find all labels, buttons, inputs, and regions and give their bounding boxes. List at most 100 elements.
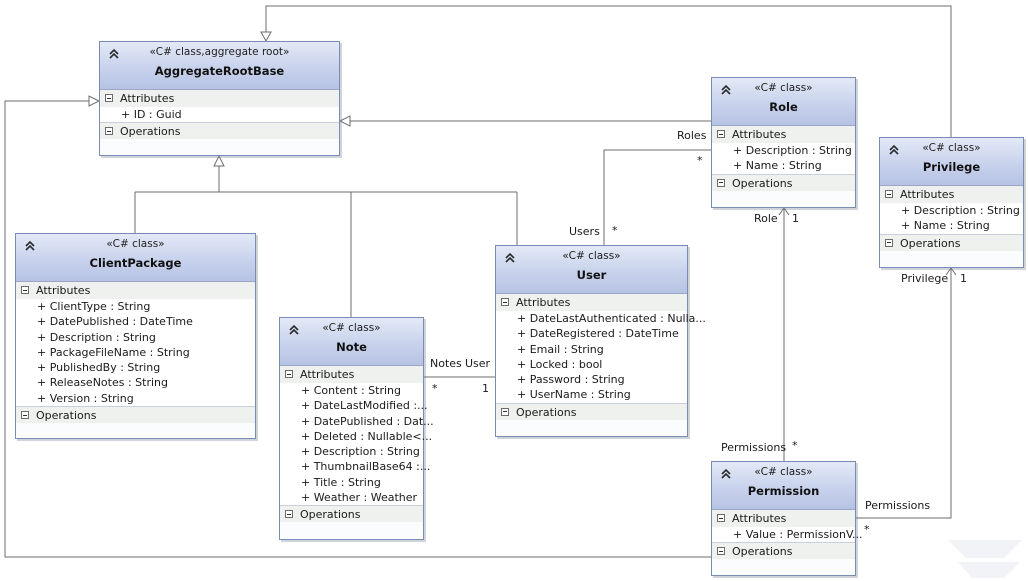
operations-section-header[interactable]: Operations: [496, 402, 687, 420]
collapse-minus-icon[interactable]: [717, 514, 725, 522]
association-privilege-permission: [856, 268, 952, 519]
collapse-minus-icon[interactable]: [285, 370, 293, 378]
collapse-minus-icon[interactable]: [501, 298, 509, 306]
operations-section-header[interactable]: Operations: [100, 122, 339, 140]
attribute-item[interactable]: + ReleaseNotes : String: [37, 376, 168, 390]
collapse-chevron-icon[interactable]: [719, 467, 733, 481]
class-header: «C# class»Privilege: [880, 138, 1023, 186]
collapse-minus-icon[interactable]: [105, 94, 113, 102]
operations-section-header[interactable]: Operations: [16, 406, 255, 424]
attributes-section-header[interactable]: Attributes: [16, 282, 255, 299]
collapse-minus-icon[interactable]: [885, 238, 893, 247]
operations-label: Operations: [300, 508, 361, 522]
attribute-item[interactable]: + Password : String: [517, 373, 625, 387]
attribute-item[interactable]: + Description : String: [301, 445, 420, 459]
attribute-item[interactable]: + ThumbnailBase64 :...: [301, 460, 431, 474]
attributes-section-header[interactable]: Attributes: [880, 186, 1023, 203]
operations-section-header[interactable]: Operations: [712, 173, 855, 191]
attribute-item[interactable]: + ClientType : String: [37, 300, 151, 313]
operations-section-header[interactable]: Operations: [712, 542, 855, 560]
collapse-minus-icon[interactable]: [717, 130, 725, 138]
label-user-multiplicity: 1: [482, 382, 489, 395]
class-stereotype: «C# class,aggregate root»: [149, 46, 290, 58]
attribute-item[interactable]: + Locked : bool: [517, 357, 603, 371]
attributes-section-header[interactable]: Attributes: [280, 366, 423, 383]
collapse-minus-icon[interactable]: [21, 411, 29, 420]
class-aggregate-root-base[interactable]: «C# class,aggregate root»AggregateRootBa…: [99, 41, 340, 156]
inheritance-arrow-permission: [88, 95, 101, 107]
attribute-item[interactable]: + DateLastModified :...: [301, 399, 428, 413]
class-name: User: [576, 268, 607, 282]
attributes-label: Attributes: [36, 284, 91, 297]
operations-section-header[interactable]: Operations: [880, 233, 1023, 251]
attribute-item[interactable]: + Email : String: [517, 342, 604, 356]
attribute-item[interactable]: + ID : Guid: [121, 108, 182, 121]
operations-label: Operations: [732, 176, 793, 190]
collapse-minus-icon[interactable]: [885, 190, 893, 198]
label-users-multiplicity: *: [612, 224, 618, 237]
class-stereotype: «C# class»: [754, 466, 813, 478]
operations-section-header[interactable]: Operations: [280, 505, 423, 523]
collapse-chevron-icon[interactable]: [107, 47, 121, 61]
attribute-item[interactable]: + DateLastAuthenticated : Nulla...: [517, 312, 706, 325]
attributes-section-header[interactable]: Attributes: [496, 294, 687, 311]
attribute-item[interactable]: + Value : PermissionV...: [733, 528, 863, 541]
attributes-label: Attributes: [732, 128, 787, 141]
collapse-minus-icon[interactable]: [105, 127, 113, 136]
class-header: «C# class,aggregate root»AggregateRootBa…: [100, 42, 339, 90]
attribute-item[interactable]: + PackageFileName : String: [37, 345, 190, 359]
attributes-section-header[interactable]: Attributes: [712, 510, 855, 527]
attribute-item[interactable]: + Version : String: [37, 391, 134, 405]
attribute-item[interactable]: + Name : String: [901, 219, 990, 233]
class-stereotype: «C# class»: [322, 322, 381, 334]
inheritance-line-permission: [4, 100, 712, 558]
attributes-label: Attributes: [516, 296, 571, 309]
collapse-chevron-icon[interactable]: [887, 143, 901, 157]
attribute-item[interactable]: + UserName : String: [517, 388, 631, 402]
class-header: «C# class» Note: [280, 318, 423, 366]
attributes-list: + Description : String + Name : String: [712, 143, 855, 174]
operations-label: Operations: [516, 405, 577, 419]
attribute-item[interactable]: + Description : String: [901, 204, 1020, 217]
attribute-item[interactable]: + Content : String: [301, 384, 401, 397]
label-privilege-multiplicity: 1: [960, 272, 967, 285]
label-privilege: Privilege: [901, 272, 949, 285]
attribute-item[interactable]: + DateRegistered : DateTime: [517, 327, 679, 341]
attribute-item[interactable]: + Weather : Weather: [301, 491, 418, 505]
attribute-item[interactable]: + Name : String: [733, 159, 822, 173]
label-roles: Roles: [677, 129, 707, 142]
label-permissions-role-multiplicity: *: [792, 439, 798, 452]
collapse-minus-icon[interactable]: [717, 547, 725, 556]
operations-label: Operations: [900, 236, 961, 250]
class-name: Note: [336, 340, 367, 354]
attribute-item[interactable]: + Description : String: [733, 144, 852, 157]
attribute-item[interactable]: + DatePublished : Dat...: [301, 414, 434, 428]
class-name: Permission: [747, 484, 820, 498]
attribute-item[interactable]: + Deleted : Nullable<...: [301, 429, 433, 443]
collapse-chevron-icon[interactable]: [719, 83, 733, 97]
association-arrow-role: [778, 207, 790, 216]
label-users: Users: [569, 225, 600, 238]
attribute-item[interactable]: + Title : String: [301, 475, 381, 489]
attribute-item[interactable]: + PublishedBy : String: [37, 361, 161, 375]
collapse-minus-icon[interactable]: [285, 510, 293, 519]
attributes-section-header[interactable]: Attributes: [100, 90, 339, 107]
collapse-minus-icon[interactable]: [501, 407, 509, 416]
attributes-section-header[interactable]: Attributes: [712, 126, 855, 143]
attributes-label: Attributes: [300, 368, 355, 381]
collapse-minus-icon[interactable]: [21, 286, 29, 294]
collapse-minus-icon[interactable]: [717, 178, 725, 187]
collapse-chevron-icon[interactable]: [23, 239, 37, 253]
inheritance-arrow-role: [338, 115, 351, 127]
attribute-item[interactable]: + DatePublished : DateTime: [37, 315, 193, 329]
class-header: «C# class»Role: [712, 78, 855, 126]
attribute-item[interactable]: + Description : String: [37, 330, 156, 344]
collapse-chevron-icon[interactable]: [287, 323, 301, 337]
collapse-chevron-icon[interactable]: [503, 251, 517, 265]
